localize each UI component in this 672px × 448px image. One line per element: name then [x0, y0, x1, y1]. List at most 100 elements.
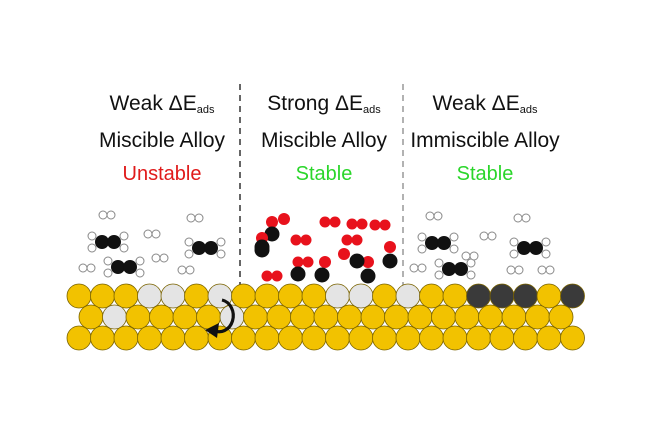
- host-atom: [489, 325, 515, 351]
- rotate-arrow-stroke: [212, 298, 235, 334]
- host-atom: [372, 283, 397, 309]
- dopant-atom-dark: [466, 283, 491, 309]
- carbon-atom: [192, 241, 206, 255]
- oxygen-atom: [379, 219, 391, 231]
- hydrogen-atom: [433, 211, 443, 221]
- host-atom: [454, 304, 480, 330]
- hydrogen-atom: [514, 265, 524, 275]
- dopant-atom: [395, 283, 421, 309]
- host-atom: [254, 325, 280, 351]
- hydrogen-atom: [417, 244, 427, 254]
- oxygen-atom: [292, 256, 304, 268]
- dopant-atom-dark: [489, 283, 515, 309]
- host-atom: [560, 325, 585, 351]
- carbon-atom: [349, 253, 365, 269]
- hydrogen-atom: [87, 243, 97, 253]
- host-atom: [536, 283, 562, 309]
- host-atom: [478, 304, 503, 330]
- host-atom: [501, 304, 527, 330]
- hydrogen-atom: [151, 253, 161, 263]
- oxygen-atom: [261, 270, 273, 282]
- hydrogen-atom: [425, 211, 435, 221]
- carbon-atom: [95, 235, 109, 249]
- hydrogen-atom: [521, 213, 531, 223]
- hydrogen-atom: [449, 232, 459, 242]
- host-atom: [149, 304, 174, 330]
- host-atom: [548, 304, 574, 330]
- carbon-atom: [425, 236, 439, 250]
- panel-3-alloy: Immiscible Alloy: [410, 129, 560, 152]
- panel-1-strength: Weak ΔEads: [109, 92, 215, 116]
- hydrogen-atom: [98, 210, 108, 220]
- hydrogen-atom: [119, 231, 129, 241]
- oxygen-atom: [384, 241, 396, 253]
- host-atom: [137, 325, 162, 351]
- hydrogen-atom: [159, 253, 169, 263]
- host-atom: [231, 283, 256, 309]
- oxygen-atom: [362, 256, 374, 268]
- oxygen-atom: [356, 218, 368, 230]
- host-atom: [407, 304, 433, 330]
- hydrogen-atom: [409, 263, 419, 273]
- carbon-atom: [442, 262, 456, 276]
- hydrogen-atom: [194, 213, 204, 223]
- dopant-atom: [160, 283, 186, 309]
- panel-3-status: Stable: [456, 163, 514, 185]
- hydrogen-atom: [177, 265, 187, 275]
- panel-1-status: Unstable: [122, 163, 202, 185]
- oxygen-atom: [271, 270, 283, 282]
- hydrogen-atom: [509, 249, 519, 259]
- panel-2-strength: Strong ΔEads: [267, 92, 381, 116]
- carbon-atom: [382, 253, 398, 269]
- host-atom: [442, 283, 468, 309]
- hydrogen-atom: [513, 213, 523, 223]
- hydrogen-atom: [417, 263, 427, 273]
- host-atom: [525, 304, 550, 330]
- oxygen-atom: [319, 256, 331, 268]
- hydrogen-atom: [216, 249, 226, 259]
- host-atom: [243, 304, 268, 330]
- host-atom: [395, 325, 421, 351]
- hydrogen-atom: [449, 244, 459, 254]
- host-atom: [66, 283, 92, 309]
- host-atom: [184, 325, 209, 351]
- host-atom: [325, 325, 350, 351]
- host-atom: [419, 325, 444, 351]
- hydrogen-atom: [87, 231, 97, 241]
- carbon-atom: [529, 241, 543, 255]
- hydrogen-atom: [78, 263, 88, 273]
- dopant-atom: [348, 283, 374, 309]
- host-atom: [231, 325, 256, 351]
- oxygen-atom: [319, 216, 331, 228]
- host-atom: [337, 304, 362, 330]
- dopant-atom-dark: [513, 283, 538, 309]
- adsorbates: [78, 210, 555, 284]
- host-atom: [372, 325, 397, 351]
- hydrogen-atom: [541, 249, 551, 259]
- host-atom: [442, 325, 468, 351]
- host-atom: [313, 304, 339, 330]
- carbon-atom: [314, 267, 330, 283]
- hydrogen-atom: [417, 232, 427, 242]
- host-atom: [419, 283, 444, 309]
- hydrogen-atom: [466, 270, 476, 280]
- panel-3-strength: Weak ΔEads: [432, 92, 538, 116]
- host-atom: [278, 325, 303, 351]
- hydrogen-atom: [216, 237, 226, 247]
- oxygen-atom: [338, 248, 350, 260]
- host-atom: [301, 283, 327, 309]
- dopant-atom: [137, 283, 162, 309]
- hydrogen-atom: [151, 229, 161, 239]
- hydrogen-atom: [106, 210, 116, 220]
- oxygen-atom: [300, 234, 312, 246]
- surface-lattice: [66, 283, 585, 351]
- carbon-atom: [111, 260, 125, 274]
- host-atom: [536, 325, 562, 351]
- hydrogen-atom: [184, 237, 194, 247]
- oxygen-atom: [278, 213, 290, 225]
- host-atom: [78, 304, 104, 330]
- hydrogen-atom: [545, 265, 555, 275]
- carbon-atom: [290, 266, 306, 282]
- carbon-atom: [123, 260, 137, 274]
